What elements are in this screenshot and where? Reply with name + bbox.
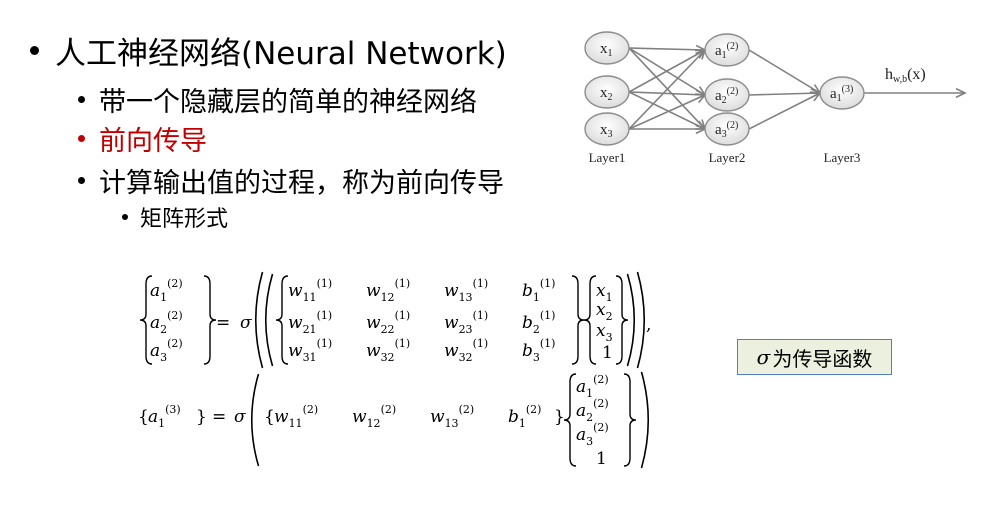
lhs-term: a1(3): [148, 403, 181, 430]
equation-layer3: {a1(3)}=σ{w11(2)w12(2)w13(2)b1(2)}a1(2)a…: [138, 371, 650, 469]
bullet-forward-propagation: 前向传导: [78, 119, 207, 158]
vector-entry: a1(2): [576, 373, 609, 400]
bullet-dot: [78, 96, 85, 103]
matrix-right-brace: [571, 275, 585, 365]
vector-right-brace: [615, 275, 629, 365]
lhs-term: a1(2): [150, 277, 183, 304]
sigma-right-paren: [640, 371, 650, 469]
sigma-right-paren: [636, 271, 646, 369]
vector-entry: 1: [596, 449, 607, 469]
bullet-matrix-form: 矩阵形式: [122, 201, 228, 233]
sigma-symbol: σ: [240, 313, 252, 333]
vector-entry: 1: [602, 343, 613, 363]
matrix-entry: w13(1): [444, 277, 488, 304]
node-circle: [584, 112, 630, 146]
equals-sign: =: [212, 407, 226, 427]
equals-sign: =: [216, 313, 230, 333]
matrix-entry: w32(1): [444, 337, 488, 364]
matrix-entry: w22(1): [366, 309, 410, 336]
matrix-entry: w11(1): [288, 277, 332, 304]
bullet-text: 矩阵形式: [140, 207, 229, 232]
matrix-entry: w12(1): [366, 277, 410, 304]
matrix-entry: b3(1): [522, 337, 555, 364]
layer-label: Layer2: [709, 150, 746, 165]
layer-label: Layer1: [589, 150, 626, 165]
sigma-right-paren-inner: [626, 273, 636, 367]
node-a32: a3(2): [704, 112, 750, 146]
connection-edge: [748, 92, 821, 96]
node-circle: [584, 75, 630, 109]
matrix-entry: b1(2): [508, 403, 541, 430]
row-right-brace: }: [554, 407, 565, 427]
sigma-symbol: σ: [234, 407, 246, 427]
vector-entry: a2(2): [576, 397, 609, 424]
vector-entry: a3(2): [576, 421, 609, 448]
connection-edge: [628, 49, 706, 130]
node-a12: a1(2): [704, 33, 750, 67]
bullet-dot: [78, 177, 85, 184]
matrix-entry: w32(1): [366, 337, 410, 364]
sigma-left-paren: [250, 373, 260, 467]
matrix-entry: b2(1): [522, 309, 555, 336]
connection-edge: [628, 47, 706, 51]
lhs-term: a3(2): [150, 337, 183, 364]
node-x31: x3: [584, 112, 630, 146]
matrix-left-brace: [275, 275, 289, 365]
connection-edge: [628, 91, 706, 130]
lhs-right-brace: }: [196, 407, 207, 427]
node-x21: x2: [584, 75, 630, 109]
node-circle: [704, 33, 750, 67]
bullet-neural-network: 人工神经网络(Neural Network): [30, 28, 507, 73]
node-circle: [819, 76, 865, 110]
arrow-head: [955, 87, 967, 99]
row-left-brace: {: [264, 407, 275, 427]
output-label: hw,b(x): [885, 66, 926, 85]
node-circle: [584, 31, 630, 65]
sigma-symbol: σ: [756, 345, 771, 369]
forward-propagation-equations: a1(2)a2(2)a3(2)=σw11(1)w12(1)w13(1)b1(1)…: [138, 271, 651, 469]
bullet-text: 计算输出值的过程，称为前向传导: [99, 168, 504, 199]
bullet-text: 带一个隐藏层的简单的神经网络: [99, 87, 477, 118]
vector-left-brace: [583, 275, 597, 365]
lhs-left-brace: [139, 275, 153, 365]
node-a22: a2(2): [704, 78, 750, 112]
matrix-entry: w11(2): [274, 403, 318, 430]
connection-edge: [628, 91, 706, 96]
vector-right-brace: [623, 373, 637, 467]
sigma-note-text: 为传导函数: [772, 346, 873, 371]
comma: ,: [646, 315, 651, 335]
bullet-text: 人工神经网络(Neural Network): [55, 36, 507, 72]
node-circle: [704, 112, 750, 146]
node-x11: x1: [584, 31, 630, 65]
lhs-left-brace: {: [138, 407, 149, 427]
lhs-right-brace: [203, 275, 217, 365]
node-a13: a1(3): [819, 76, 865, 110]
vector-entry: x3: [596, 321, 613, 344]
bullet-text: 前向传导: [99, 126, 207, 157]
matrix-entry: w31(1): [288, 337, 332, 364]
connection-edge: [628, 49, 706, 93]
lhs-term: a2(2): [150, 309, 183, 336]
matrix-entry: w23(1): [444, 309, 488, 336]
sigma-left-paren: [254, 271, 264, 369]
matrix-entry: w13(2): [430, 403, 474, 430]
layer-label: Layer3: [824, 150, 861, 165]
bullet-dot: [78, 135, 85, 142]
sigma-note-box: σ 为传导函数: [737, 339, 892, 375]
connection-edge: [628, 94, 706, 130]
equation-layer2: a1(2) a2(2)a3(2) = σ w11(1) w12(1) w13(1) b1(1)…: [139, 271, 651, 369]
connection-edge: [748, 92, 821, 130]
bullet-compute-output: 计算输出值的过程，称为前向传导: [78, 161, 504, 200]
node-circle: [704, 78, 750, 112]
matrix-entry: w12(2): [352, 403, 396, 430]
matrix-entry: w21(1): [288, 309, 332, 336]
matrix-entry: b1(1): [522, 277, 555, 304]
vector-left-brace: [563, 373, 577, 467]
sigma-left-paren-inner: [264, 273, 274, 367]
bullet-hidden-layer: 带一个隐藏层的简单的神经网络: [78, 80, 477, 119]
bullet-dot: [122, 214, 128, 220]
bullet-dot: [30, 46, 39, 55]
connection-edge: [748, 49, 821, 94]
